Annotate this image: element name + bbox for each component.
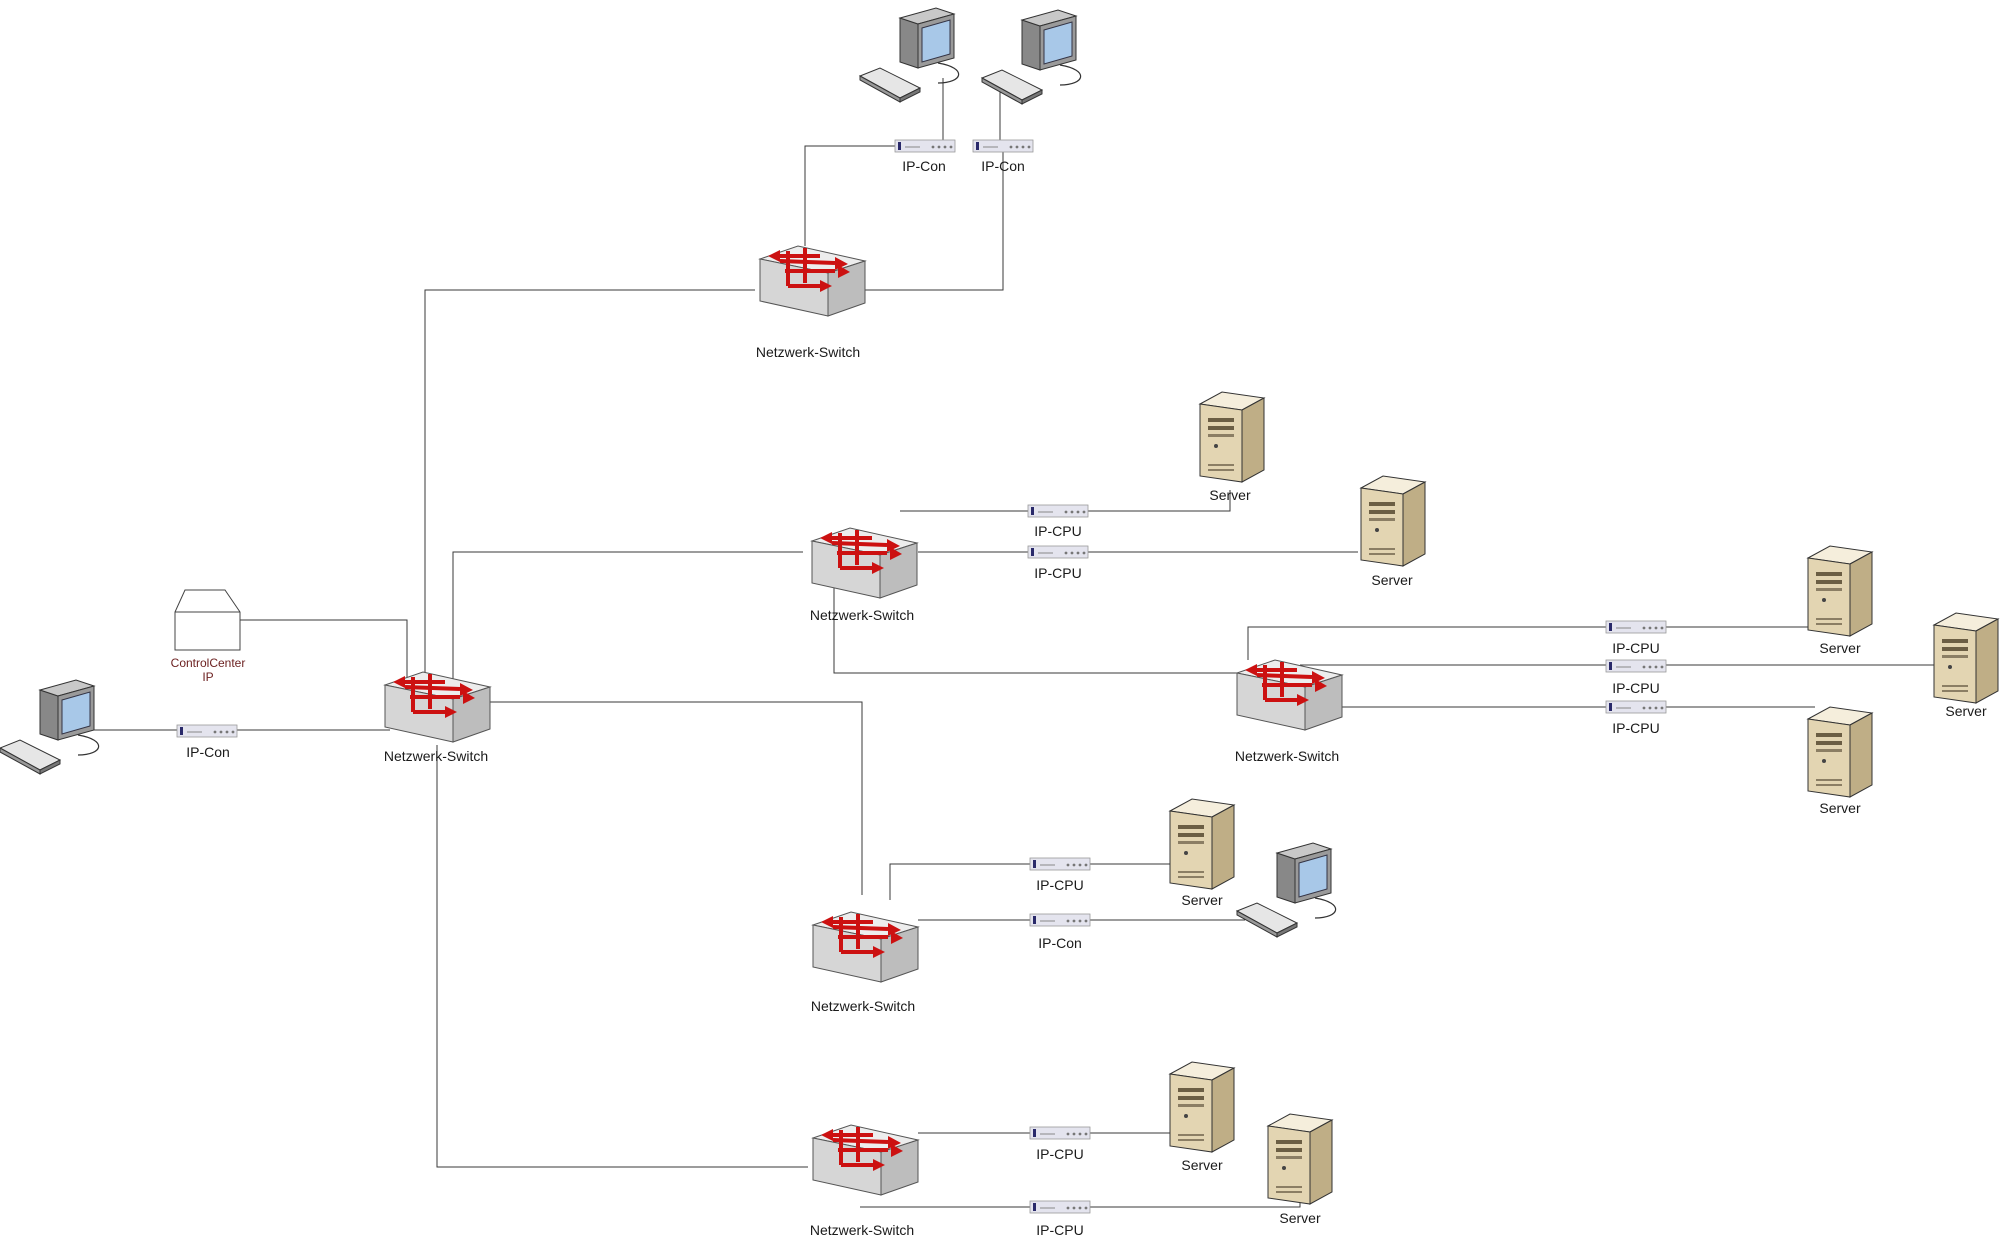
label-ipcon-right: IP-Con [1038, 935, 1082, 951]
server-tower-icon [1360, 475, 1426, 567]
server-tower-icon [1199, 391, 1265, 483]
label-server-5: Server [1819, 800, 1861, 816]
kvm-extender-icon [1027, 545, 1089, 559]
kvm-extender-icon [972, 139, 1034, 153]
kvm-extender-icon [894, 139, 956, 153]
kvm-extender-icon [176, 724, 238, 738]
label-ipcon-top-2: IP-Con [981, 158, 1025, 174]
label-server-8: Server [1279, 1210, 1321, 1226]
label-server-2: Server [1371, 572, 1413, 588]
label-ipcpu-7: IP-CPU [1036, 1146, 1084, 1162]
kvm-extender-icon [1029, 1126, 1091, 1140]
workstation-icon [1236, 842, 1337, 938]
kvm-extender-icon [1029, 857, 1091, 871]
workstation-icon [981, 9, 1082, 105]
server-tower-icon [1933, 612, 1999, 704]
label-server-3: Server [1819, 640, 1861, 656]
label-ipcpu-2: IP-CPU [1034, 565, 1082, 581]
label-controlcenter: ControlCenter IP [171, 656, 246, 684]
network-switch-icon [383, 670, 492, 744]
server-tower-icon [1807, 706, 1873, 798]
kvm-extender-icon [1605, 659, 1667, 673]
label-ipcpu-4: IP-CPU [1612, 680, 1660, 696]
label-ipcpu-5: IP-CPU [1612, 720, 1660, 736]
server-tower-icon [1807, 545, 1873, 637]
kvm-extender-icon [1029, 913, 1091, 927]
network-switch-icon [811, 1123, 920, 1197]
label-ipcpu-8: IP-CPU [1036, 1222, 1084, 1238]
workstation-icon [0, 679, 100, 775]
label-switch-4: Netzwerk-Switch [810, 998, 916, 1014]
server-tower-icon [1169, 798, 1235, 890]
label-ipcpu-1: IP-CPU [1034, 523, 1082, 539]
label-ipcpu-3: IP-CPU [1612, 640, 1660, 656]
label-switch-main: Netzwerk-Switch [383, 748, 489, 764]
workstation-icon [859, 7, 960, 103]
kvm-extender-icon [1027, 504, 1089, 518]
network-switch-icon [1235, 658, 1344, 732]
label-controlcenter-line1: ControlCenter [170, 656, 246, 670]
label-switch-2: Netzwerk-Switch [809, 607, 915, 623]
controlcenter-icon [174, 589, 241, 651]
label-switch-top: Netzwerk-Switch [755, 344, 861, 360]
server-tower-icon [1267, 1113, 1333, 1205]
label-server-4: Server [1945, 703, 1987, 719]
network-switch-icon [758, 244, 867, 318]
label-controlcenter-line2: IP [202, 670, 214, 684]
label-ipcon-top-1: IP-Con [902, 158, 946, 174]
label-switch-5: Netzwerk-Switch [809, 1222, 915, 1238]
server-tower-icon [1169, 1061, 1235, 1153]
kvm-extender-icon [1605, 620, 1667, 634]
label-server-6: Server [1181, 892, 1223, 908]
network-switch-icon [810, 526, 919, 600]
label-ipcpu-6: IP-CPU [1036, 877, 1084, 893]
kvm-extender-icon [1029, 1200, 1091, 1214]
network-switch-icon [811, 910, 920, 984]
label-switch-3: Netzwerk-Switch [1234, 748, 1340, 764]
label-ipcon-left: IP-Con [186, 744, 230, 760]
label-server-1: Server [1209, 487, 1251, 503]
label-server-7: Server [1181, 1157, 1223, 1173]
kvm-extender-icon [1605, 700, 1667, 714]
